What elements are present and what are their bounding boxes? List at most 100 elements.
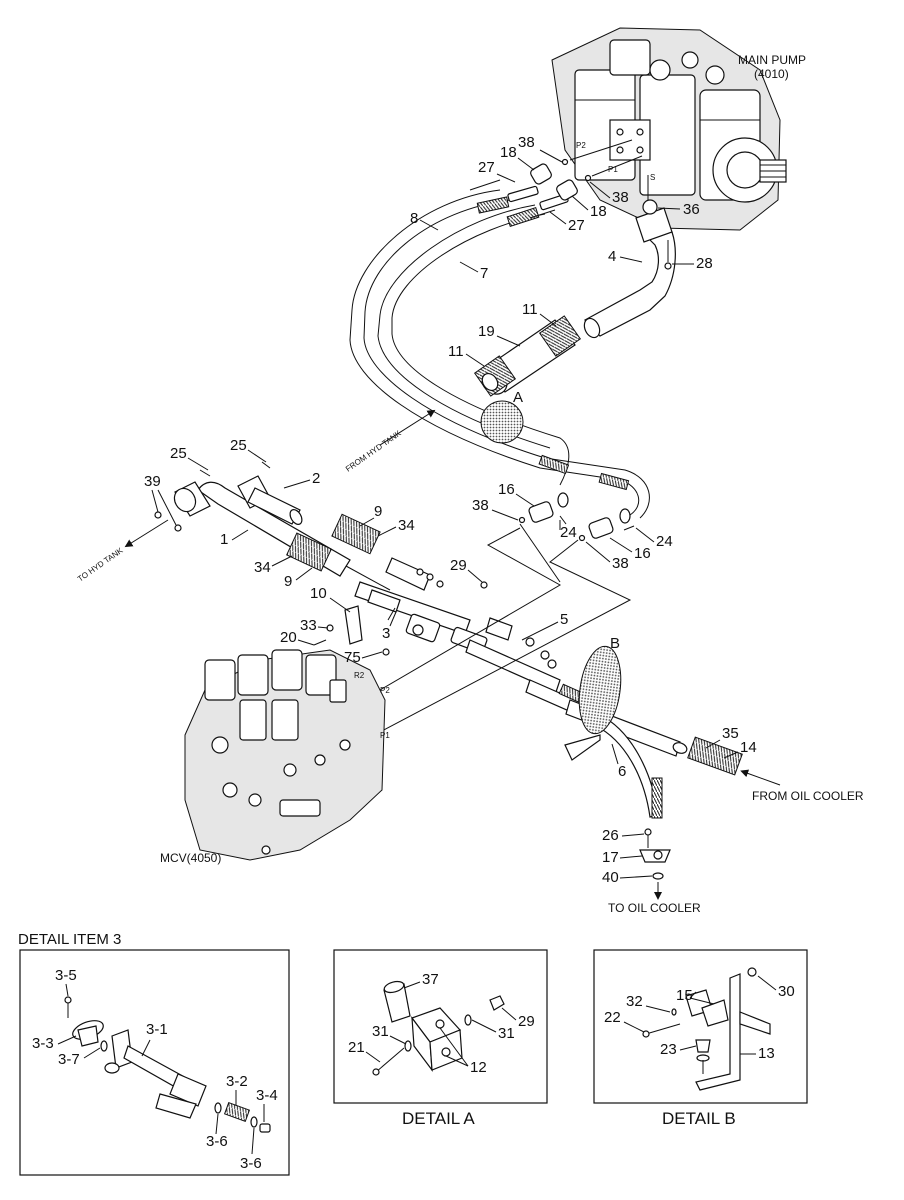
hose-clamps-9-34 (286, 513, 488, 591)
callout-3-1: 3-1 (146, 1021, 168, 1038)
callout-35: 35 (722, 725, 739, 742)
detail-a-caption: DETAIL A (402, 1109, 475, 1128)
detail-a-letter: A (513, 389, 523, 406)
mcv-valve (184, 649, 386, 861)
callout-3-7: 3-7 (58, 1051, 80, 1068)
detail-b-caption: DETAIL B (662, 1109, 736, 1128)
callout-33: 33 (300, 617, 317, 634)
callout-19: 19 (478, 323, 495, 340)
callout-37: 37 (422, 971, 439, 988)
detail-a-marker (480, 400, 524, 444)
main-pump (551, 27, 787, 231)
to-oil-cooler-label: TO OIL COOLER (608, 901, 701, 915)
detail-b-letter: B (610, 635, 620, 652)
callout-31: 31 (372, 1023, 389, 1040)
callout-11: 11 (522, 301, 538, 318)
main-pump-number: (4010) (754, 67, 789, 81)
detail-item-3-drawing (64, 996, 271, 1133)
callout-9: 9 (284, 573, 292, 590)
port-s-pump: S (650, 173, 655, 182)
callout-34: 34 (254, 559, 271, 576)
callout-15: 15 (676, 987, 693, 1004)
mcv-label: MCV(4050) (160, 851, 221, 865)
callout-34: 34 (398, 517, 415, 534)
callout-24: 24 (560, 524, 577, 541)
callout-38: 38 (472, 497, 489, 514)
port-p1-mcv: P1 (380, 731, 390, 740)
to-hyd-tank-label: TO HYD TANK (76, 546, 125, 584)
callout-38: 38 (612, 555, 629, 572)
callout-20: 20 (280, 629, 297, 646)
callout-16: 16 (498, 481, 515, 498)
callout-32: 32 (626, 993, 643, 1010)
callout-31: 31 (498, 1025, 515, 1042)
callout-4: 4 (608, 248, 616, 265)
callout-29: 29 (518, 1013, 535, 1030)
callout-25: 25 (170, 445, 187, 462)
callout-3-3: 3-3 (32, 1035, 54, 1052)
part-callouts: 38 18 27 38 18 27 8 7 36 4 28 11 19 11 2… (144, 134, 757, 886)
detail-item-3-heading: DETAIL ITEM 3 (18, 931, 121, 948)
callout-10: 10 (310, 585, 327, 602)
callout-28: 28 (696, 255, 713, 272)
detail-b-drawing (642, 967, 771, 1091)
callout-17: 17 (602, 849, 619, 866)
port-r2-mcv: R2 (354, 671, 365, 680)
from-hyd-tank-label: FROM HYD TANK (344, 428, 403, 473)
callout-36: 36 (683, 201, 700, 218)
callout-27: 27 (568, 217, 585, 234)
callout-7: 7 (480, 265, 488, 282)
detail-a-box (333, 949, 548, 1104)
detail-b-box (593, 949, 808, 1104)
callout-11: 11 (448, 343, 464, 360)
callout-3-6: 3-6 (206, 1133, 228, 1150)
callout-3-4: 3-4 (256, 1087, 278, 1104)
callout-29: 29 (450, 557, 467, 574)
callout-18: 18 (590, 203, 607, 220)
callout-25: 25 (230, 437, 247, 454)
callout-23: 23 (660, 1041, 677, 1058)
component-labels: MAIN PUMP (4010) MCV(4050) FROM OIL COOL… (160, 53, 864, 915)
callout-38: 38 (518, 134, 535, 151)
callout-22: 22 (604, 1009, 621, 1026)
main-pump-label: MAIN PUMP (738, 53, 806, 67)
pressure-hoses (349, 185, 650, 519)
port-p2-pump: P2 (576, 141, 586, 150)
detail-item-3-box (19, 949, 290, 1176)
pipe-5 (354, 581, 592, 715)
from-oil-cooler-label: FROM OIL COOLER (752, 789, 864, 803)
detail-b-marker (578, 645, 622, 735)
callout-13: 13 (758, 1045, 775, 1062)
callout-38: 38 (612, 189, 629, 206)
callout-24: 24 (656, 533, 673, 550)
callout-75: 75 (344, 649, 361, 666)
callout-3-6: 3-6 (240, 1155, 262, 1172)
callout-39: 39 (144, 473, 161, 490)
callout-5: 5 (560, 611, 568, 628)
callout-3-5: 3-5 (55, 967, 77, 984)
detail-a-callouts: 37 29 31 31 21 12 (348, 971, 535, 1076)
callout-3: 3 (382, 625, 390, 642)
callout-9: 9 (374, 503, 382, 520)
callout-26: 26 (602, 827, 619, 844)
suction-hose (473, 315, 582, 397)
callout-1: 1 (220, 531, 228, 548)
port-p1-pump: P1 (608, 165, 618, 174)
callout-12: 12 (470, 1059, 487, 1076)
mcv-flanges (379, 492, 635, 733)
callout-40: 40 (602, 869, 619, 886)
detail-b-callouts: 15 30 32 22 23 13 (604, 975, 795, 1062)
bracket-10 (313, 589, 401, 656)
callout-2: 2 (312, 470, 320, 487)
callout-16: 16 (634, 545, 651, 562)
port-p2-mcv: P2 (380, 686, 390, 695)
callout-30: 30 (778, 983, 795, 1000)
callout-27: 27 (478, 159, 495, 176)
callout-18: 18 (500, 144, 517, 161)
pump-flanges (469, 139, 643, 219)
callout-6: 6 (618, 763, 626, 780)
detail-item-3-callouts: 3-5 3-3 3-7 3-1 3-2 3-4 3-6 3-6 (32, 967, 278, 1172)
callout-8: 8 (410, 210, 418, 227)
callout-14: 14 (740, 739, 757, 756)
